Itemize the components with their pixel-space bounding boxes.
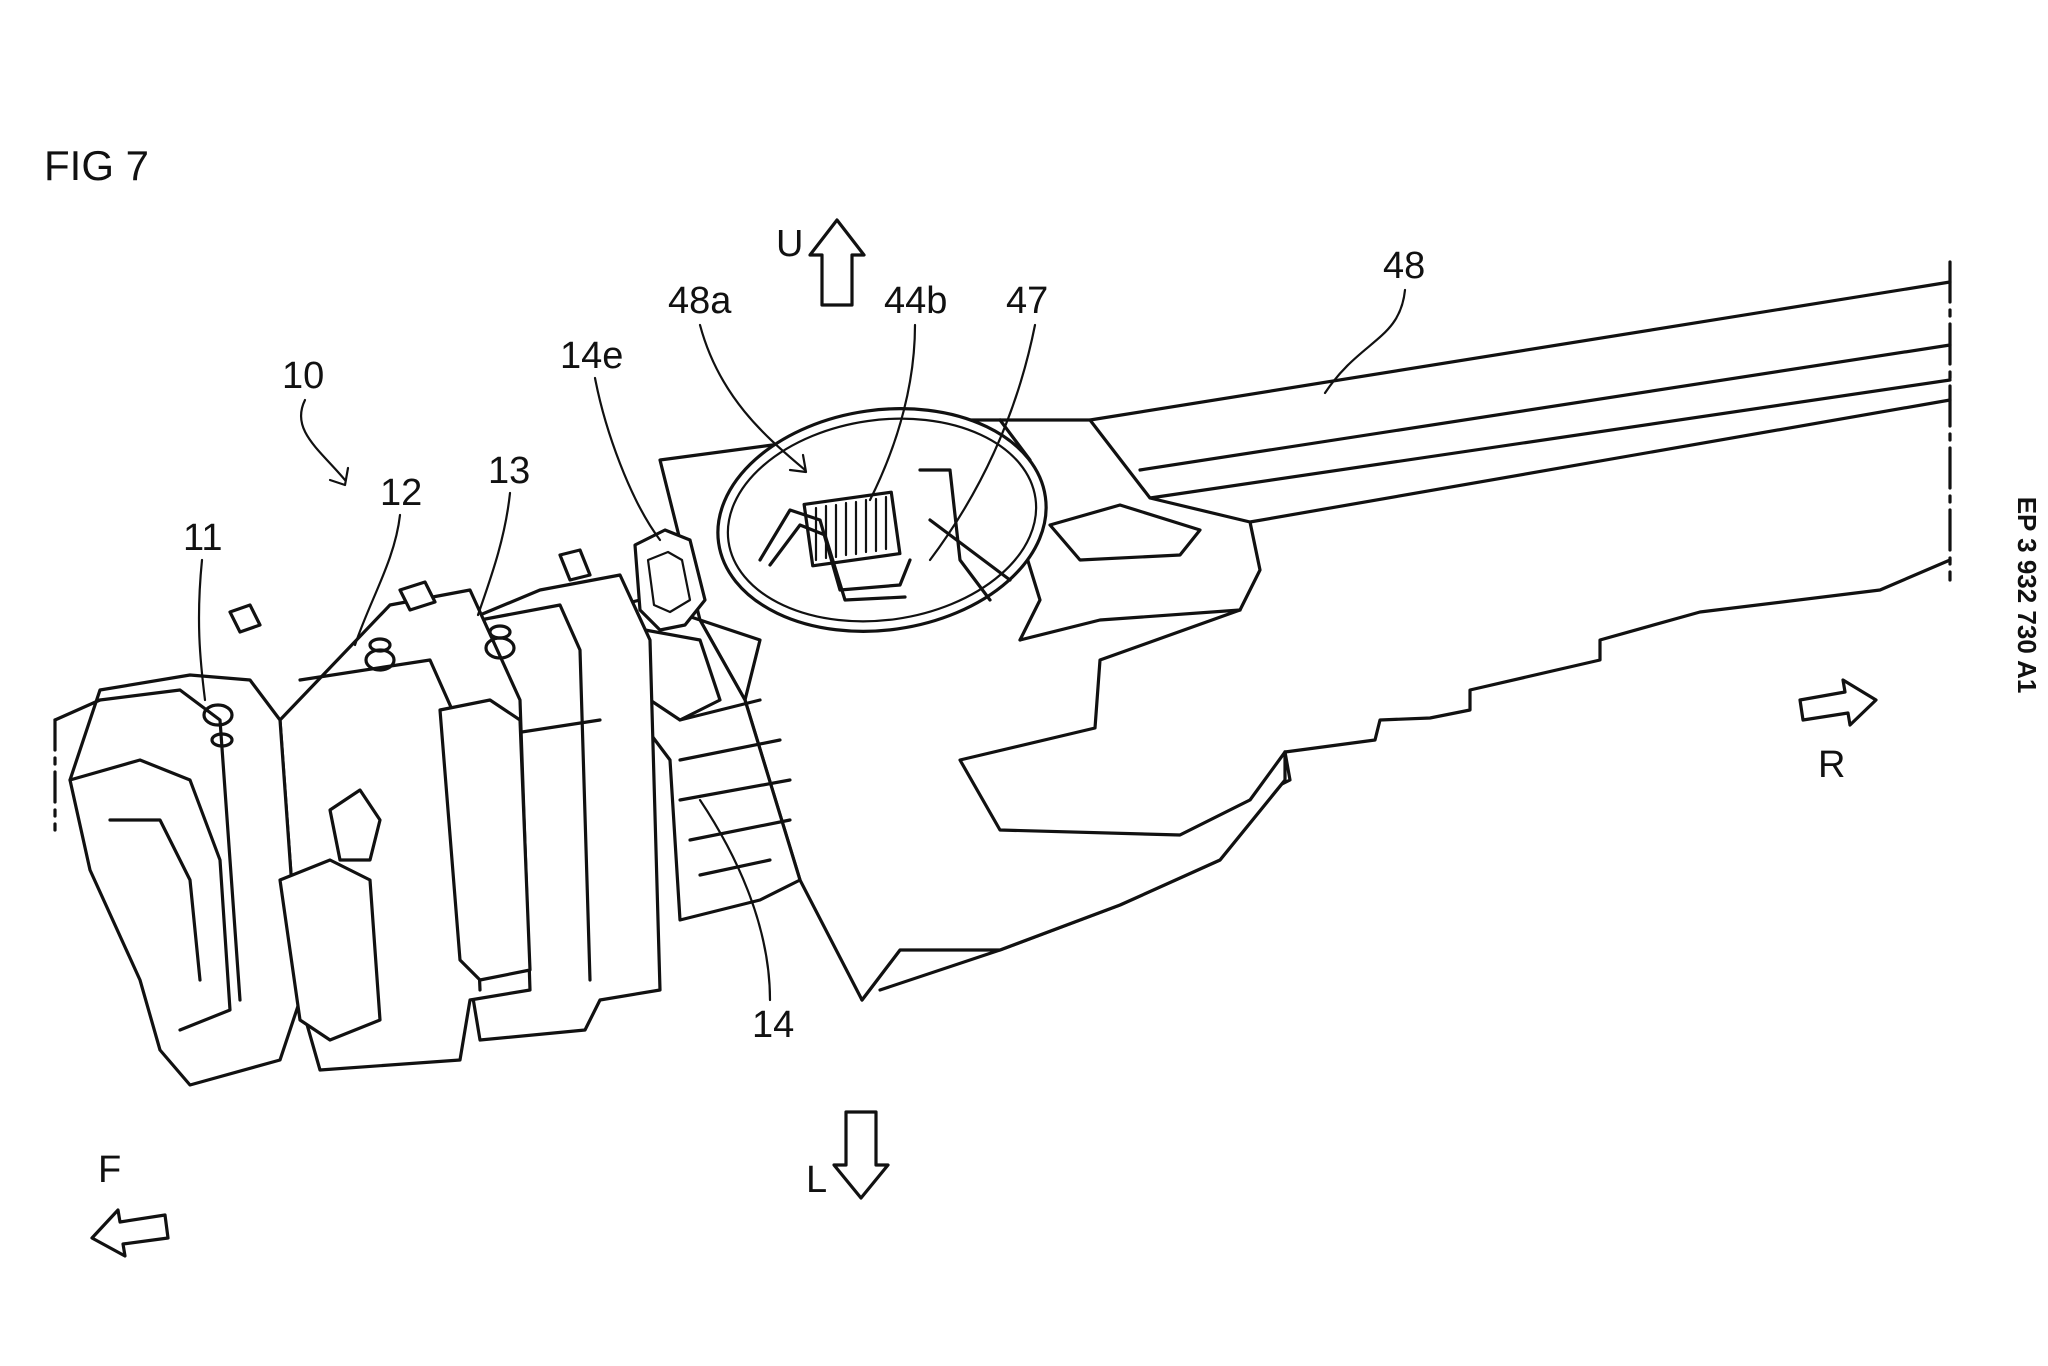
ref-11-leader [197, 558, 207, 702]
ref-14e-label: 14e [560, 335, 623, 377]
ref-11-label: 11 [183, 517, 222, 559]
publication-number: EP 3 932 730 A1 [2012, 497, 2042, 694]
ref-48a-label: 48a [668, 280, 732, 322]
ref-48-label: 48 [1383, 245, 1425, 287]
direction-lower-label: L [806, 1159, 827, 1201]
ref-12-leader [353, 513, 402, 647]
ref-10-label: 10 [282, 355, 324, 397]
ref-14e-leader [593, 376, 662, 542]
ref-47-label: 47 [1006, 280, 1048, 322]
ref-44b-label: 44b [884, 280, 947, 322]
ref-44b-leader [868, 323, 917, 502]
direction-rear-label: R [1818, 744, 1845, 786]
direction-front-label: F [98, 1149, 121, 1191]
front-arrow-icon [90, 1208, 170, 1258]
ref-14-leader [698, 798, 772, 1002]
module-10 [53, 548, 662, 1087]
ref-12-label: 12 [380, 472, 422, 514]
ref-10-arrow-icon [299, 398, 350, 487]
ref-47-leader [928, 323, 1037, 562]
down-arrow-icon [832, 1110, 890, 1200]
rear-arrow-icon [1798, 678, 1878, 727]
ref-48-leader [1323, 288, 1407, 395]
ref-48a-arrow-icon [698, 323, 808, 474]
ref-13-leader [476, 491, 512, 617]
ref-14-label: 14 [752, 1004, 794, 1046]
direction-up-label: U [776, 223, 803, 265]
up-arrow-icon [808, 218, 866, 307]
rail-48 [860, 260, 1952, 1002]
figure-title: FIG 7 [44, 142, 149, 189]
ref-13-label: 13 [488, 450, 530, 492]
